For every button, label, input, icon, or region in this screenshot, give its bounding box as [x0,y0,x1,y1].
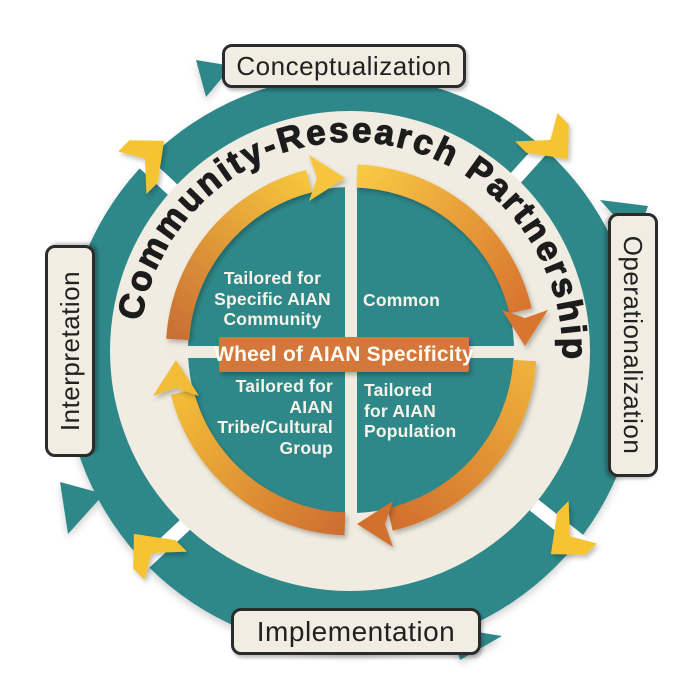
arrowhead-left-icon [153,360,199,396]
swoosh-tail-bottom [452,628,502,660]
flow-chevron-nw-icon [118,140,165,194]
swoosh-tail-top [196,60,232,97]
wheel-arrowheads [153,155,548,547]
wheel-arc-bottom-right [387,359,537,531]
wheel-arc-ring [166,164,537,536]
wheel-divider-horizontal [165,346,537,358]
flow-chevrons [118,113,597,580]
flow-chevron-ne-icon [515,113,569,160]
arrowhead-top-icon [309,155,345,201]
flow-chevron-sw-icon [133,533,187,580]
arrowhead-bottom-icon [357,501,393,547]
wheel-arc-top-right [356,164,532,314]
swoosh-tail-left [60,482,104,534]
flow-chevron-se-icon [550,501,597,555]
arrowhead-right-icon [502,310,548,346]
wheel-arc-top-left [166,170,312,341]
wheel-arc-bottom-left [171,389,346,536]
